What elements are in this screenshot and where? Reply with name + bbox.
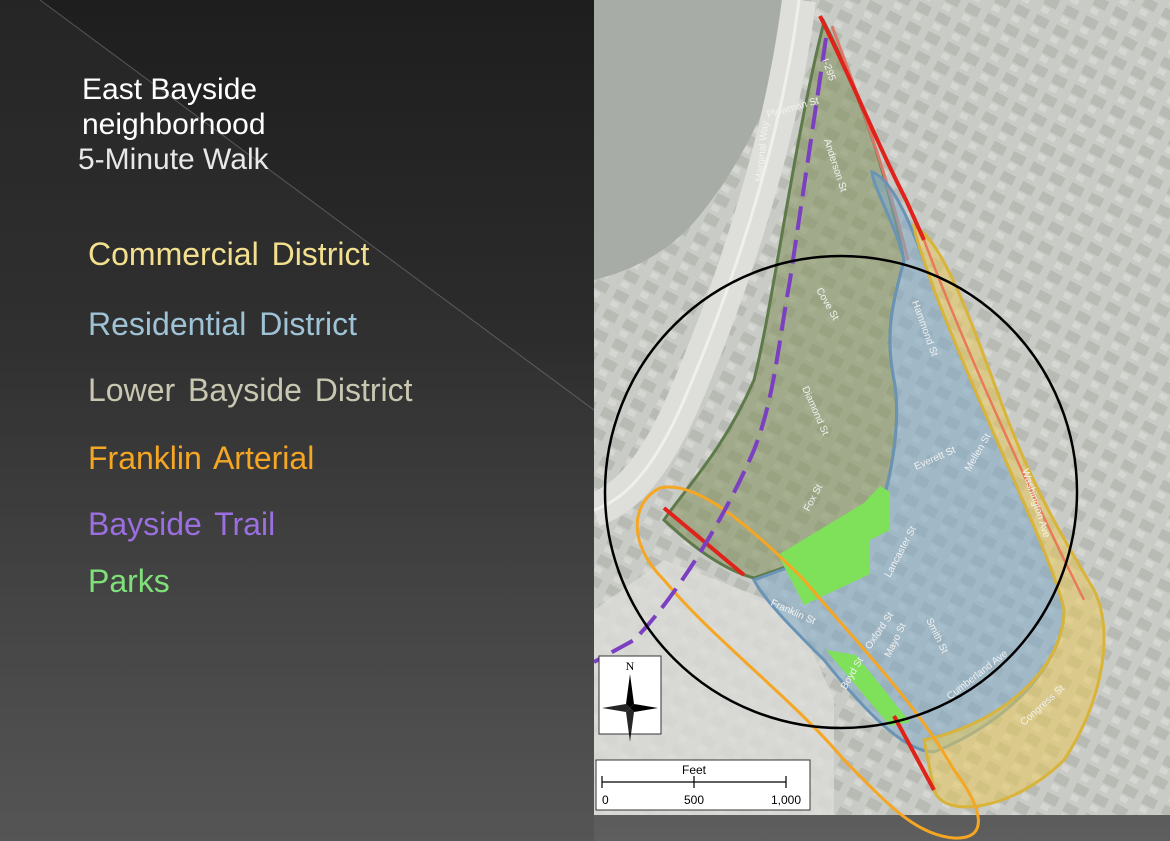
industrial-area bbox=[594, 560, 834, 815]
commercial-district-area bbox=[912, 223, 1106, 809]
compass-east-point bbox=[630, 704, 658, 712]
franklin-edge bbox=[892, 715, 936, 791]
north-label: N bbox=[626, 659, 635, 673]
highway-centerline bbox=[594, 0, 801, 512]
scale-tick-500: 500 bbox=[684, 793, 704, 807]
title-line-3: 5-Minute Walk bbox=[78, 143, 269, 176]
title-line-1: East Bayside bbox=[82, 73, 258, 106]
compass-south-point bbox=[626, 708, 634, 742]
neighborhood-map: I-295 Plowman St Marginal Way Anderson S… bbox=[594, 0, 1170, 841]
i295-edge bbox=[818, 15, 926, 241]
scale-tick-0: 0 bbox=[602, 793, 609, 807]
five-minute-walk-circle bbox=[603, 254, 1079, 730]
park-strip bbox=[826, 650, 910, 726]
map-svg: I-295 Plowman St Marginal Way Anderson S… bbox=[594, 0, 1170, 840]
slide-title: East Bayside neighborhood 5-Minute Walk bbox=[78, 72, 269, 177]
bayside-trail-line bbox=[594, 37, 828, 664]
north-arrow: N bbox=[598, 655, 662, 742]
scale-unit: Feet bbox=[682, 763, 707, 777]
compass-north-point bbox=[626, 674, 634, 708]
scale-tick-1000: 1,000 bbox=[771, 793, 801, 807]
legend-commercial-district: Commercial District bbox=[88, 236, 370, 272]
franklin-edge-north bbox=[662, 506, 746, 577]
legend-bayside-trail: Bayside Trail bbox=[88, 506, 276, 542]
scale-bar: Feet 0 500 1,000 bbox=[595, 759, 811, 811]
legend-parks: Parks bbox=[88, 563, 170, 599]
legend-residential-district: Residential District bbox=[88, 306, 357, 342]
franklin-arterial-outline bbox=[635, 485, 980, 840]
title-line-2: neighborhood bbox=[82, 108, 266, 141]
legend-franklin-arterial: Franklin Arterial bbox=[88, 440, 315, 476]
commercial-edge-line bbox=[922, 239, 1086, 601]
legend-lower-bayside-district: Lower Bayside District bbox=[88, 372, 413, 408]
water-area bbox=[594, 0, 794, 280]
compass-west-point bbox=[602, 704, 630, 712]
park-large bbox=[778, 486, 890, 605]
